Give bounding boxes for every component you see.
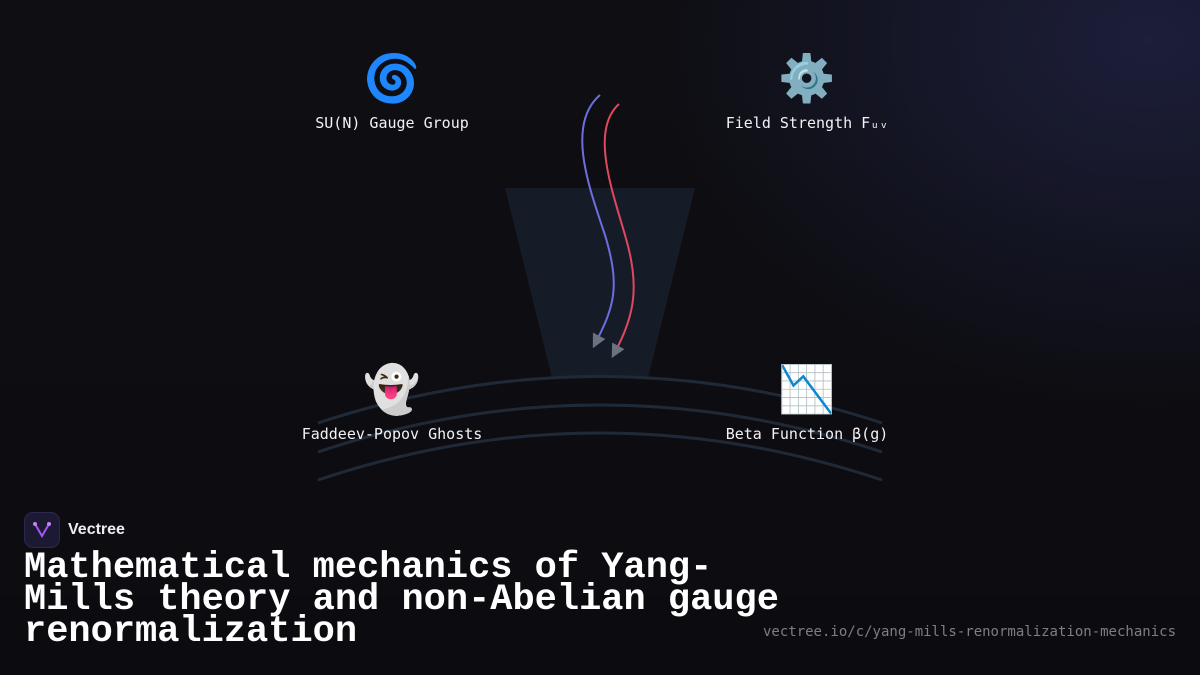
node-label: SU(N) Gauge Group [315,114,469,132]
node-gauge-group: 🌀 SU(N) Gauge Group [272,50,512,132]
flow-arrow-blue [581,94,615,349]
chart-decreasing-icon: 📉 [778,362,836,416]
node-label: Beta Function β(g) [725,425,889,443]
page-url[interactable]: vectree.io/c/yang-mills-renormalization-… [762,624,1176,640]
node-label: Faddeev-Popov Ghosts [301,425,483,443]
node-label: Field Strength Fᵤᵥ [725,114,889,132]
node-field-strength: ⚙️ Field Strength Fᵤᵥ [687,50,927,132]
brand[interactable]: Vectree [24,512,125,548]
brand-name: Vectree [68,521,125,538]
arc-2 [317,403,883,454]
node-beta-function: 📉 Beta Function β(g) [687,361,927,443]
vectree-logo-icon [24,512,60,548]
gear-icon: ⚙️ [778,51,836,105]
arc-3 [317,431,883,482]
page-title: Mathematical mechanics of Yang-Mills the… [24,547,779,653]
flow-arrow-red [603,103,635,359]
funnel-shape [505,188,695,378]
ghost-icon: 👻 [363,362,421,416]
cyclone-icon: 🌀 [363,51,421,105]
node-ghosts: 👻 Faddeev-Popov Ghosts [272,361,512,443]
arc-1 [317,375,883,425]
